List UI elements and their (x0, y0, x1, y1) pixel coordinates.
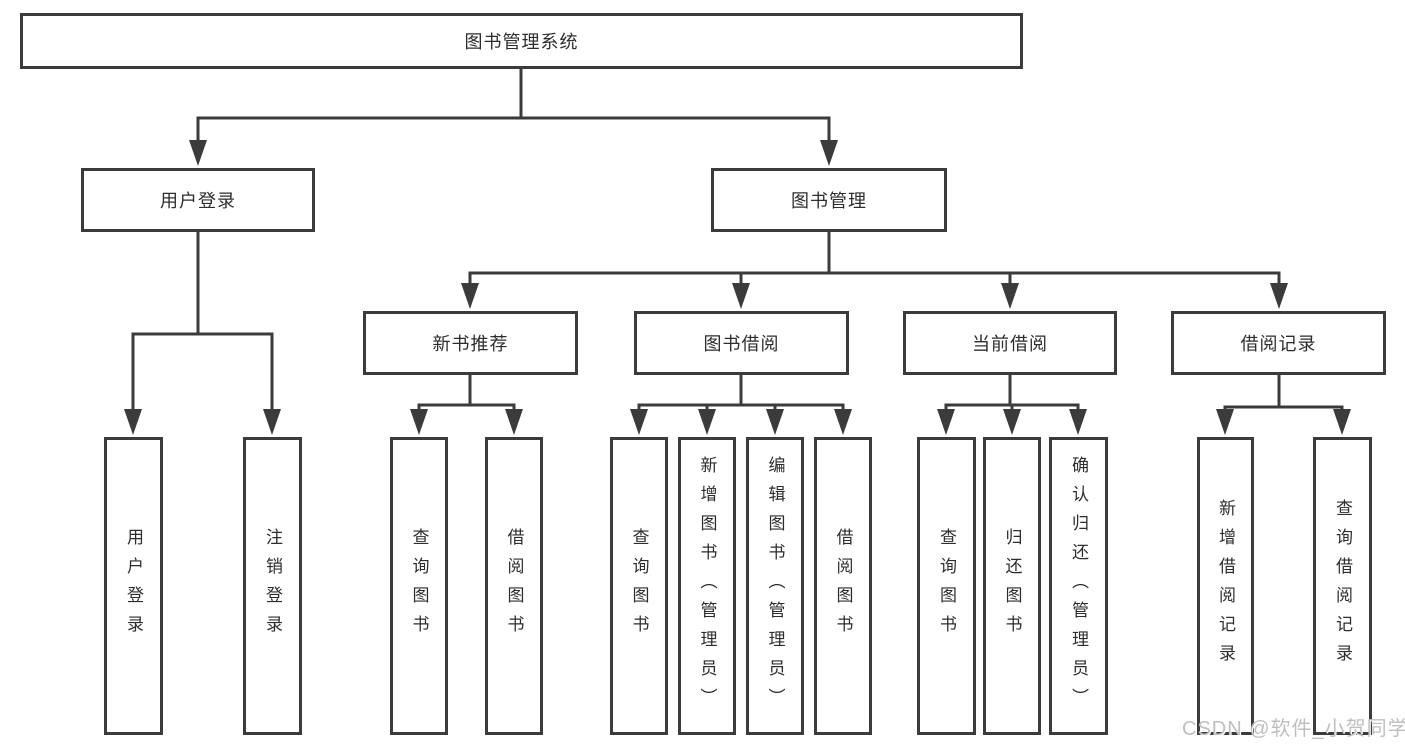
leaf-return-books: 归还图书 (983, 437, 1041, 735)
node-label: 图书管理系统 (464, 32, 579, 52)
node-label: 新书推荐 (432, 334, 509, 354)
node-root: 图书管理系统 (20, 13, 1023, 69)
node-label: 确认归还（管理员） (1069, 455, 1088, 717)
watermark: CSDN @软件_小贺同学 (1182, 718, 1405, 740)
leaf-borrow-books: 借阅图书 (814, 437, 872, 735)
node-book-borrow: 图书借阅 (634, 311, 849, 375)
node-label: 编辑图书（管理员） (765, 455, 785, 717)
node-book-management: 图书管理 (711, 168, 947, 232)
leaf-confirm-return-admin: 确认归还（管理员） (1049, 437, 1108, 735)
node-label: 借阅图书 (833, 528, 853, 644)
leaf-query-books-current: 查询图书 (917, 437, 976, 735)
node-label: 当前借阅 (972, 334, 1048, 354)
leaf-query-books-borrow: 查询图书 (610, 437, 668, 735)
node-new-book-recommend: 新书推荐 (363, 311, 578, 375)
node-label: 查询借阅记录 (1333, 499, 1352, 673)
leaf-query-books-recommend: 查询图书 (390, 437, 448, 735)
leaf-edit-books-admin: 编辑图书（管理员） (746, 437, 804, 735)
leaf-add-borrow-record: 新增借阅记录 (1197, 437, 1254, 735)
leaf-query-borrow-record: 查询借阅记录 (1313, 437, 1372, 735)
node-user-login: 用户登录 (81, 168, 315, 232)
node-label: 借阅记录 (1240, 334, 1317, 354)
node-label: 图书管理 (791, 191, 867, 211)
leaf-borrow-books-recommend: 借阅图书 (485, 437, 543, 735)
node-label: 用户登录 (160, 191, 236, 211)
leaf-user-login: 用户登录 (104, 437, 163, 735)
node-label: 归还图书 (1002, 528, 1022, 644)
node-label: 查询图书 (937, 528, 956, 644)
node-label: 查询图书 (629, 528, 649, 644)
node-label: 注销登录 (263, 528, 282, 644)
node-label: 用户登录 (124, 528, 143, 644)
leaf-add-books-admin: 新增图书（管理员） (678, 437, 736, 735)
node-label: 查询图书 (409, 528, 429, 644)
node-label: 新增图书（管理员） (697, 455, 717, 717)
node-label: 借阅图书 (504, 528, 524, 644)
node-current-borrow: 当前借阅 (903, 311, 1117, 375)
node-borrow-records: 借阅记录 (1171, 311, 1386, 375)
node-label: 图书借阅 (703, 334, 780, 354)
leaf-logout: 注销登录 (243, 437, 302, 735)
node-label: 新增借阅记录 (1216, 499, 1235, 673)
